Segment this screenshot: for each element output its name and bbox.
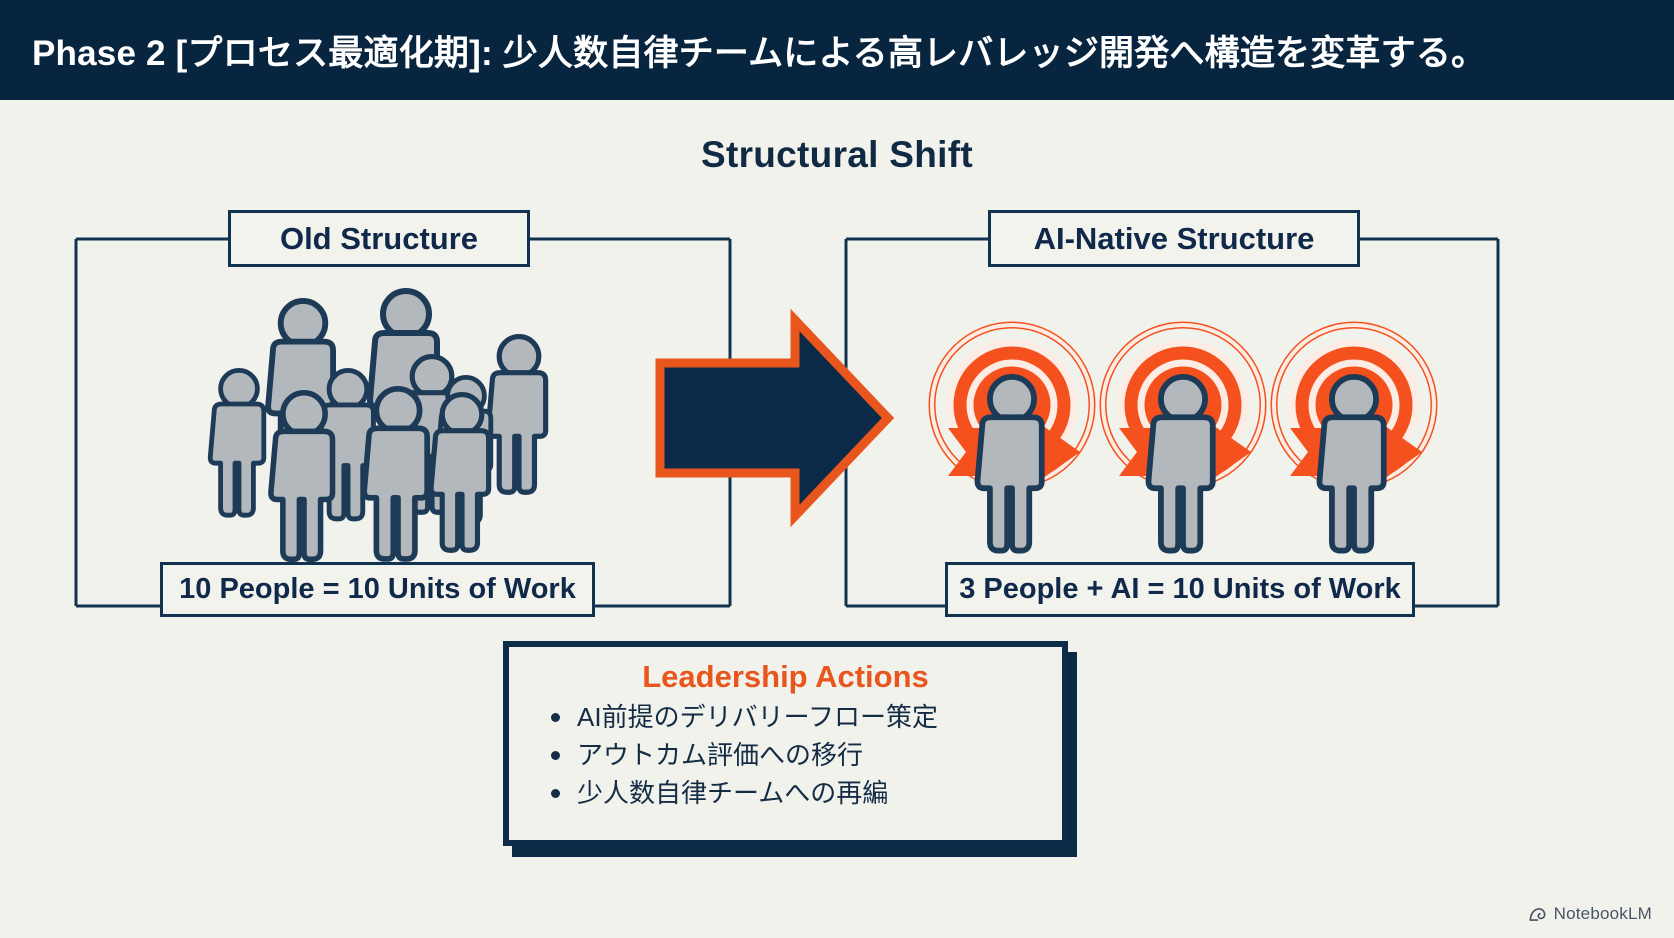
old-structure-label: Old Structure xyxy=(228,210,530,267)
main-heading: Structural Shift xyxy=(700,134,974,175)
ai-structure-label: AI-Native Structure xyxy=(988,210,1360,267)
leadership-actions-box: Leadership Actions AI前提のデリバリーフロー策定 アウトカム… xyxy=(503,641,1068,846)
ai-structure-footer: 3 People + AI = 10 Units of Work xyxy=(945,562,1415,617)
leadership-title: Leadership Actions xyxy=(642,659,929,694)
notebooklm-watermark: NotebookLM xyxy=(1528,904,1652,924)
leadership-action-list: AI前提のデリバリーフロー策定 アウトカム評価への移行 少人数自律チームへの再編 xyxy=(509,699,1062,813)
list-item: AI前提のデリバリーフロー策定 xyxy=(549,699,1062,737)
notebooklm-spiral-icon xyxy=(1529,907,1546,921)
ai-person-unit xyxy=(1270,321,1438,551)
header-bar: Phase 2 [プロセス最適化期]: 少人数自律チームによる高レバレッジ開発へ… xyxy=(0,0,1674,100)
list-item: 少人数自律チームへの再編 xyxy=(549,775,1062,813)
ai-person-unit xyxy=(1099,321,1267,551)
ai-structure-people xyxy=(928,321,1438,551)
watermark-label: NotebookLM xyxy=(1553,904,1652,923)
transition-arrow xyxy=(655,308,895,528)
old-structure-footer: 10 People = 10 Units of Work xyxy=(160,562,595,617)
list-item: アウトカム評価への移行 xyxy=(549,737,1062,775)
page-title: Phase 2 [プロセス最適化期]: 少人数自律チームによる高レバレッジ開発へ… xyxy=(32,33,1487,73)
ai-person-unit xyxy=(928,321,1096,551)
old-structure-people xyxy=(210,291,545,559)
